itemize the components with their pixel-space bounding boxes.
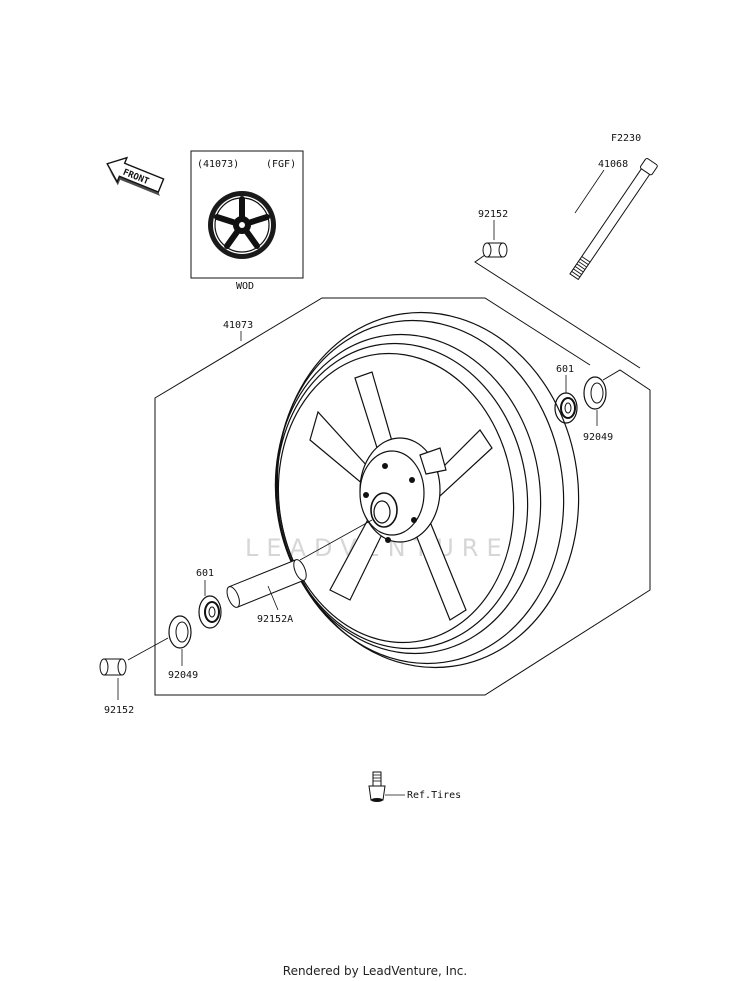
label-collar-right: 92152 [478, 209, 508, 220]
valve-icon [368, 771, 386, 802]
ref-code: F2230 [611, 133, 641, 144]
inset-wheel-icon [208, 191, 276, 259]
collar-left-icon [99, 658, 127, 676]
axle-icon [569, 158, 658, 281]
label-axle: 41068 [598, 159, 628, 170]
label-wheel: 41073 [223, 320, 253, 331]
front-arrow-icon: FRONT [106, 156, 165, 196]
label-bearing-left: 601 [196, 568, 214, 579]
collar-right-icon [482, 242, 508, 258]
label-seal-right: 92049 [583, 432, 613, 443]
label-collar-left: 92152 [104, 705, 134, 716]
label-valve: Ref.Tires [407, 790, 461, 801]
inset-variant: (FGF) [266, 159, 296, 170]
bearing-right-icon [554, 392, 578, 424]
label-seal-left: 92049 [168, 670, 198, 681]
footer-credit: Rendered by LeadVenture, Inc. [282, 964, 468, 978]
wheel-icon [274, 311, 580, 669]
inset-part-number: (41073) [197, 159, 239, 170]
label-spacer: 92152A [257, 614, 293, 625]
assembly-frame [154, 254, 651, 696]
bearing-left-icon [198, 595, 222, 629]
label-bearing-right: 601 [556, 364, 574, 375]
inset-color-code: WOD [236, 281, 254, 292]
seal-right-icon [583, 376, 607, 410]
spacer-icon [226, 559, 307, 608]
seal-left-icon [168, 615, 192, 649]
inset-box: (41073) (FGF) WOD [190, 150, 304, 292]
